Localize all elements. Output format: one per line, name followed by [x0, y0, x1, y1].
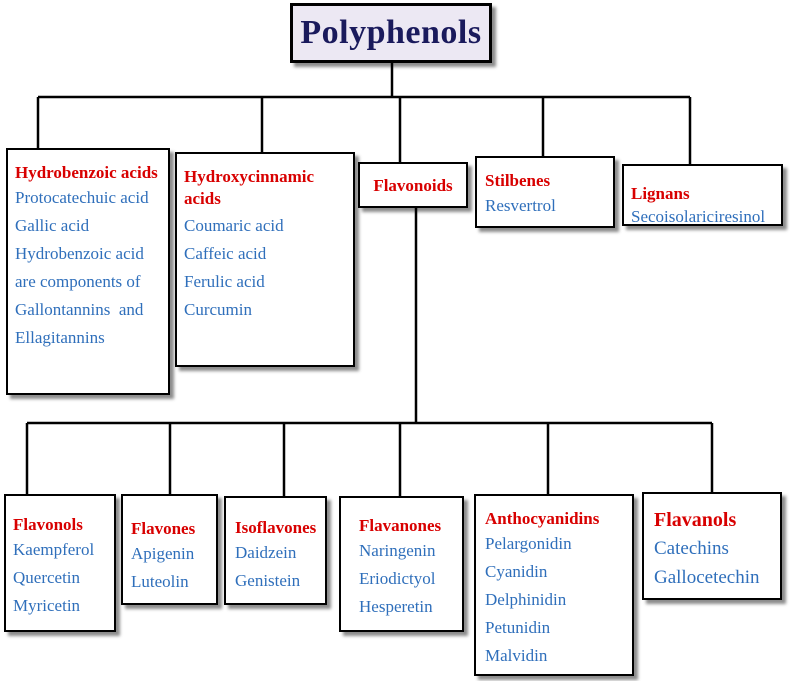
box-lignans: Lignans Secoisolariciresinol	[622, 164, 783, 226]
item-stilbenes-0: Resvertrol	[485, 196, 556, 215]
item-hydrobenzoic-5: Ellagitannins	[15, 328, 105, 347]
item-isoflavones-0: Daidzein	[235, 543, 297, 562]
item-hydroxycinnamic-0: Coumaric acid	[184, 216, 284, 235]
item-flavanones-0: Naringenin	[359, 541, 436, 560]
heading-hydroxycinnamic-line2: acids	[184, 189, 221, 208]
heading-isoflavones: Isoflavones	[235, 518, 317, 537]
root-title: Polyphenols	[300, 14, 482, 51]
item-hydrobenzoic-2: Hydrobenzoic acid	[15, 244, 144, 263]
box-flavanols: Flavanols Catechins Gallocetechin	[642, 492, 782, 600]
box-hydroxycinnamic-acids: Hydroxycinnamic acids Coumaric acid Caff…	[175, 152, 355, 367]
heading-flavonoids: Flavonoids	[373, 176, 453, 195]
item-hydroxycinnamic-1: Caffeic acid	[184, 244, 267, 263]
item-hydrobenzoic-1: Gallic acid	[15, 216, 90, 235]
heading-hydrobenzoic-acids: Hydrobenzoic acids	[15, 163, 158, 182]
box-flavones: Flavones Apigenin Luteolin	[121, 494, 218, 605]
box-stilbenes: Stilbenes Resvertrol	[475, 156, 615, 228]
heading-flavones: Flavones	[131, 519, 196, 538]
item-flavanols-1: Gallocetechin	[654, 567, 760, 588]
box-hydrobenzoic-acids: Hydrobenzoic acids Protocatechuic acid G…	[6, 148, 170, 395]
heading-flavonols: Flavonols	[13, 515, 83, 534]
item-flavones-1: Luteolin	[131, 572, 189, 591]
box-isoflavones: Isoflavones Daidzein Genistein	[224, 496, 327, 605]
item-hydrobenzoic-4: Gallontannins and	[15, 300, 144, 319]
box-flavonols: Flavonols Kaempferol Quercetin Myricetin	[4, 494, 116, 632]
box-flavonoids: Flavonoids	[358, 162, 468, 208]
heading-anthocyanidins: Anthocyanidins	[485, 509, 600, 528]
heading-flavanols: Flavanols	[654, 509, 737, 531]
item-anthocyanidins-0: Pelargonidin	[485, 534, 572, 553]
box-flavanones: Flavanones Naringenin Eriodictyol Hesper…	[339, 496, 464, 632]
heading-lignans: Lignans	[631, 184, 690, 203]
item-isoflavones-1: Genistein	[235, 571, 301, 590]
heading-flavanones: Flavanones	[359, 516, 442, 535]
root-box-polyphenols: Polyphenols	[290, 3, 492, 63]
item-anthocyanidins-4: Malvidin	[485, 646, 548, 665]
item-flavanones-1: Eriodictyol	[359, 569, 436, 588]
item-hydroxycinnamic-3: Curcumin	[184, 300, 252, 319]
item-anthocyanidins-2: Delphinidin	[485, 590, 567, 609]
item-hydroxycinnamic-2: Ferulic acid	[184, 272, 265, 291]
heading-stilbenes: Stilbenes	[485, 171, 551, 190]
item-hydrobenzoic-0: Protocatechuic acid	[15, 188, 149, 207]
item-flavonols-1: Quercetin	[13, 568, 81, 587]
item-flavones-0: Apigenin	[131, 544, 195, 563]
item-flavonols-2: Myricetin	[13, 596, 81, 615]
item-lignans-0: Secoisolariciresinol	[631, 207, 766, 226]
item-hydrobenzoic-3: are components of	[15, 272, 141, 291]
item-flavanols-0: Catechins	[654, 538, 729, 559]
item-flavanones-2: Hesperetin	[359, 597, 433, 616]
item-anthocyanidins-3: Petunidin	[485, 618, 551, 637]
item-anthocyanidins-1: Cyanidin	[485, 562, 548, 581]
heading-hydroxycinnamic-line1: Hydroxycinnamic	[184, 167, 315, 186]
item-flavonols-0: Kaempferol	[13, 540, 95, 559]
box-anthocyanidins: Anthocyanidins Pelargonidin Cyanidin Del…	[474, 494, 634, 676]
